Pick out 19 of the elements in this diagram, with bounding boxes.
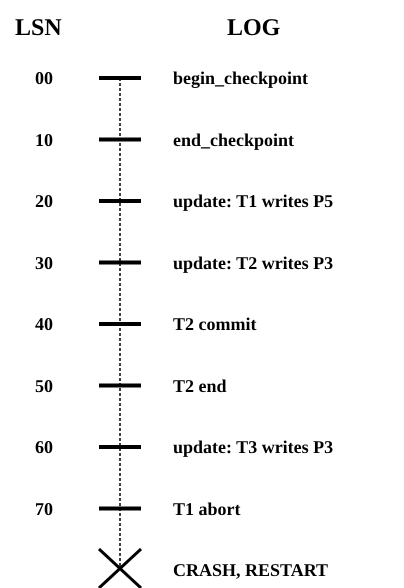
column-header: LSN <box>15 16 62 40</box>
log-record: begin_checkpoint <box>173 69 308 87</box>
log-record: update: T3 writes P3 <box>173 438 334 456</box>
log-sequence-number: 40 <box>35 315 53 333</box>
log-record: T2 end <box>173 376 227 394</box>
log-sequence-number: 20 <box>35 192 53 210</box>
log-record: end_checkpoint <box>173 130 294 148</box>
log-record: CRASH, RESTART <box>173 561 328 579</box>
log-sequence-number: 10 <box>35 130 53 148</box>
log-record: T2 commit <box>173 315 256 333</box>
column-header: LOG <box>227 16 280 40</box>
log-sequence-number: 60 <box>35 438 53 456</box>
log-sequence-number: 00 <box>35 69 53 87</box>
log-sequence-number: 50 <box>35 376 53 394</box>
log-sequence-number: 70 <box>35 500 53 518</box>
log-record: update: T2 writes P3 <box>173 254 334 272</box>
log-record: update: T1 writes P5 <box>173 192 334 210</box>
log-sequence-number: 30 <box>35 254 53 272</box>
log-record: T1 abort <box>173 500 240 518</box>
